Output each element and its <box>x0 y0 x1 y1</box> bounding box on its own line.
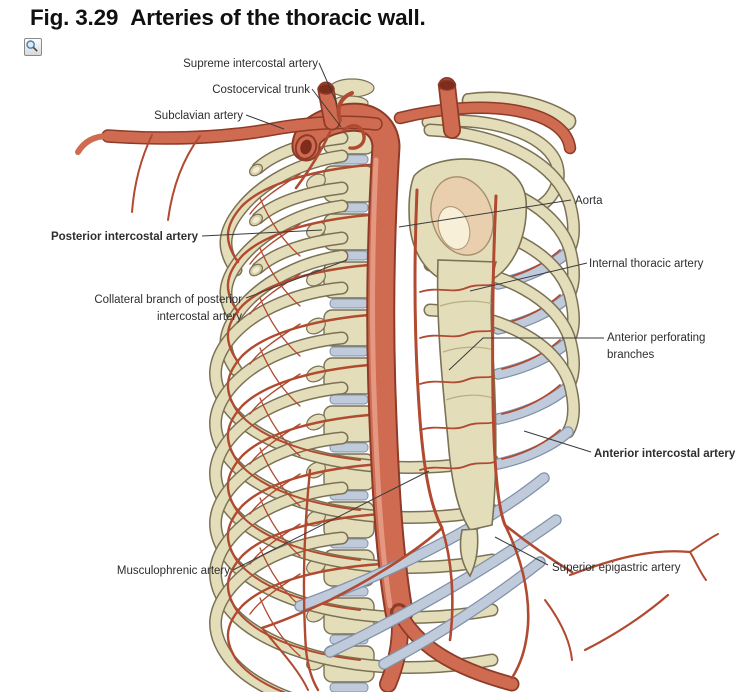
label-aorta: Aorta <box>575 195 603 207</box>
label-internal-thoracic-artery: Internal thoracic artery <box>589 258 704 270</box>
figure-title: Fig. 3.29 Arteries of the thoracic wall. <box>30 5 426 31</box>
anterior-perforating-branches <box>419 283 495 471</box>
left-internal-thoracic-artery <box>413 188 444 530</box>
subclavian-and-arch-branches <box>75 77 577 221</box>
right-musculophrenic-artery <box>503 523 574 574</box>
label-collateral-branch: Collateral branch of posterior intercost… <box>94 294 242 323</box>
left-superior-epigastric-artery <box>440 526 454 642</box>
label-subclavian-artery: Subclavian artery <box>154 110 243 122</box>
label-anterior-perforating-branches: Anterior perforating branches <box>607 332 706 361</box>
magnifier-glyph <box>26 40 38 52</box>
sternum <box>408 158 528 578</box>
right-superior-epigastric-artery <box>503 523 530 680</box>
figure-number: Fig. 3.29 <box>30 5 119 30</box>
costocervical-trunk-vessel <box>342 124 366 150</box>
label-musculophrenic-artery: Musculophrenic artery <box>116 565 230 577</box>
figure-caption: Arteries of the thoracic wall. <box>130 5 426 30</box>
supreme-intercostal-artery-vessel <box>336 91 354 122</box>
right-internal-thoracic-artery <box>491 194 507 527</box>
label-costocervical-trunk: Costocervical trunk <box>212 84 310 96</box>
xiphoid-process <box>459 528 479 578</box>
leader-lines <box>201 62 604 571</box>
label-posterior-intercostal-artery: Posterior intercostal artery <box>50 231 198 243</box>
label-superior-epigastric-artery: Superior epigastric artery <box>552 562 681 574</box>
left-musculophrenic-artery <box>260 526 444 630</box>
internal-thoracic-arteries <box>260 188 719 692</box>
label-supreme-intercostal-artery: Supreme intercostal artery <box>183 58 318 70</box>
posterior-intercostal-arteries <box>226 162 384 692</box>
label-anterior-intercostal-artery: Anterior intercostal artery <box>594 448 736 460</box>
magnifier-icon[interactable] <box>24 38 42 56</box>
